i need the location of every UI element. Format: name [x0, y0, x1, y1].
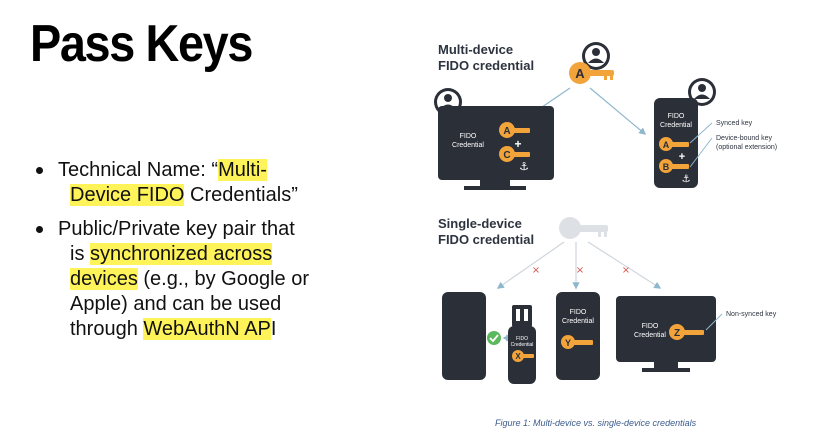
svg-text:A: A — [575, 66, 585, 81]
bullet-line: Apple) and can be used — [70, 293, 282, 315]
bullet-line: devices (e.g., by Google or — [58, 267, 366, 292]
svg-text:FIDO: FIDO — [516, 336, 528, 342]
anchor-icon: ⚓ — [682, 174, 691, 185]
svg-text:Credential: Credential — [562, 318, 594, 325]
fido-credential-diagram: Multi-device FIDO credential A FIDO Cred… — [434, 42, 777, 384]
svg-text:Credential: Credential — [452, 142, 484, 149]
svg-text:Y: Y — [565, 338, 571, 348]
bullet-list: Technical Name: “Multi- Device FIDO Cred… — [36, 158, 366, 351]
key-z-icon: Z — [669, 324, 704, 340]
single-device-label: Single-device — [438, 216, 522, 231]
phone-device — [442, 292, 486, 380]
figure-caption: Figure 1: Multi-device vs. single-device… — [495, 418, 697, 428]
svg-text:FIDO: FIDO — [570, 309, 587, 316]
security-key-device: FIDO Credential — [508, 305, 536, 384]
monitor-multi-device: FIDO Credential — [438, 106, 554, 190]
sync-arrow — [589, 87, 647, 135]
svg-text:FIDO: FIDO — [668, 113, 685, 120]
monitor-device: FIDO Credential — [616, 296, 716, 372]
bullet-line: is synchronized across — [58, 242, 366, 267]
bullet-text: Public/Private key pair that — [58, 218, 295, 240]
svg-text:X: X — [515, 352, 521, 361]
bullet-text: I — [270, 318, 277, 340]
non-synced-key-label: Non-synced key — [726, 311, 777, 318]
svg-text:Z: Z — [674, 328, 680, 339]
bullet-text: through — [70, 318, 144, 340]
highlight-text: Multi- — [218, 159, 267, 181]
plus-sign: + — [514, 137, 521, 151]
bullet-dot — [36, 226, 43, 233]
bullet-line: Device FIDO Credentials” — [58, 183, 366, 208]
key-c-icon: C — [499, 146, 530, 162]
single-device-label: FIDO credential — [438, 232, 534, 247]
key-a-icon: A — [499, 122, 530, 138]
blocked-arrow — [496, 241, 565, 289]
anchor-icon: ⚓ — [519, 160, 529, 173]
bullet-key-pair: Public/Private key pair that is synchron… — [36, 217, 366, 342]
device-bound-note: (optional extension) — [716, 144, 777, 151]
key-b-icon: B — [659, 159, 689, 173]
cross-icon: × — [576, 265, 584, 276]
key-a-icon: A — [659, 137, 689, 151]
svg-text:B: B — [663, 162, 670, 172]
highlight-text: Device FIDO — [70, 184, 185, 206]
blocked-arrow — [587, 241, 662, 289]
svg-text:A: A — [503, 126, 510, 137]
check-icon — [487, 331, 501, 345]
phone-device: FIDO Credential — [556, 292, 600, 380]
multi-device-label: Multi-device — [438, 42, 513, 57]
user-avatar-icon — [582, 42, 610, 70]
bullet-dot — [36, 167, 43, 174]
slide-title: Pass Keys — [30, 15, 253, 73]
bullet-text: Credentials” — [184, 184, 298, 206]
svg-text:A: A — [663, 140, 670, 150]
svg-text:FIDO: FIDO — [642, 323, 659, 330]
multi-device-label: FIDO credential — [438, 58, 534, 73]
callout-line — [689, 122, 713, 144]
highlight-text: WebAuthN AP — [143, 318, 271, 340]
cross-icon: × — [622, 265, 630, 276]
callout-line — [705, 313, 723, 331]
bullet-text: is — [70, 243, 90, 265]
check-mark — [489, 334, 499, 343]
key-x-icon: X — [512, 350, 534, 362]
highlight-text: synchronized across — [90, 243, 273, 265]
key-a-icon: A — [569, 62, 614, 84]
bullet-technical-name: Technical Name: “Multi- Device FIDO Cred… — [36, 158, 366, 208]
cross-icon: × — [532, 265, 540, 276]
device-bound-label: Device-bound key — [716, 135, 773, 142]
bullet-text: Technical Name: “ — [58, 159, 219, 181]
synced-key-label: Synced key — [716, 120, 753, 127]
highlight-text: devices — [70, 268, 138, 290]
callout-line — [689, 137, 713, 168]
ghost-key-icon — [559, 217, 608, 239]
plus-sign: + — [679, 151, 685, 163]
bullet-text: (e.g., by Google or — [137, 268, 310, 290]
svg-text:Credential: Credential — [634, 332, 666, 339]
svg-text:C: C — [503, 150, 510, 161]
svg-text:Credential: Credential — [660, 122, 692, 129]
svg-text:FIDO: FIDO — [460, 133, 477, 140]
key-y-icon: Y — [561, 335, 593, 349]
bullet-line: through WebAuthN API — [58, 317, 366, 342]
svg-text:Credential: Credential — [511, 342, 534, 348]
